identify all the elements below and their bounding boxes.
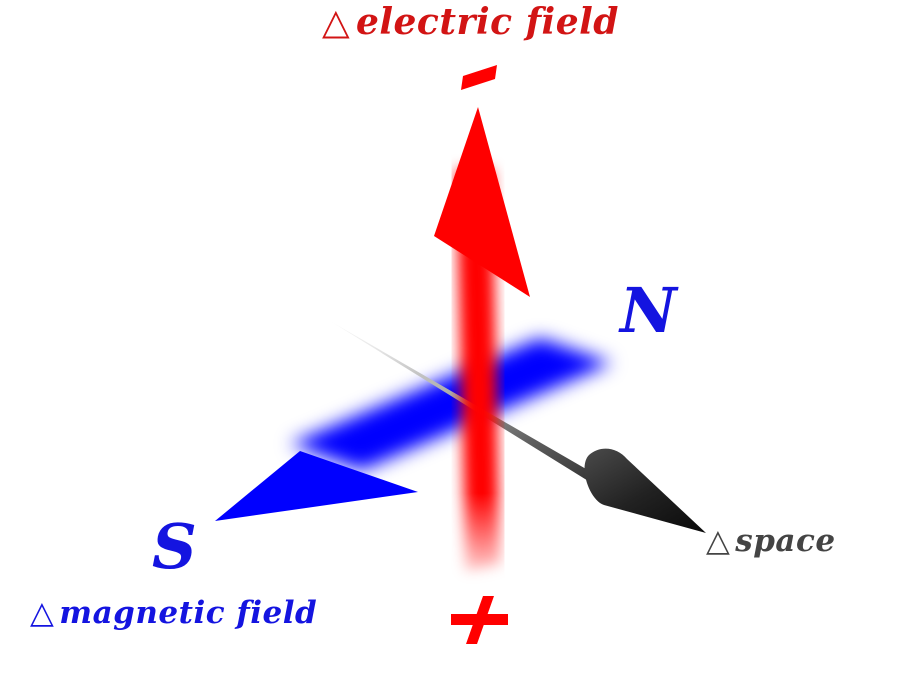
electric-field-beam (456, 170, 500, 574)
magnetic-field-beam (290, 338, 612, 470)
delta-triangle-icon: △ (30, 595, 55, 631)
magnetic-field-label-text: magnetic field (59, 595, 318, 631)
electric-field-label-text: electric field (355, 1, 619, 43)
space-label-text: space (735, 523, 836, 559)
magnetic-field-arrowhead (215, 451, 418, 521)
positive-polarity-sign (451, 596, 508, 644)
south-pole-label: S (152, 510, 197, 583)
delta-triangle-icon: △ (322, 2, 351, 43)
electric-field-axis (434, 107, 530, 574)
magnetic-field-label: △magnetic field (30, 598, 317, 629)
space-label: △space (706, 526, 836, 557)
electric-field-label: △electric field (322, 4, 619, 41)
electric-field-arrowhead (434, 107, 530, 297)
space-axis-arrowhead (584, 448, 706, 533)
north-pole-label: N (620, 274, 677, 347)
negative-polarity-sign (461, 65, 497, 90)
delta-triangle-icon: △ (706, 523, 731, 559)
magnetic-field-axis (215, 338, 612, 521)
